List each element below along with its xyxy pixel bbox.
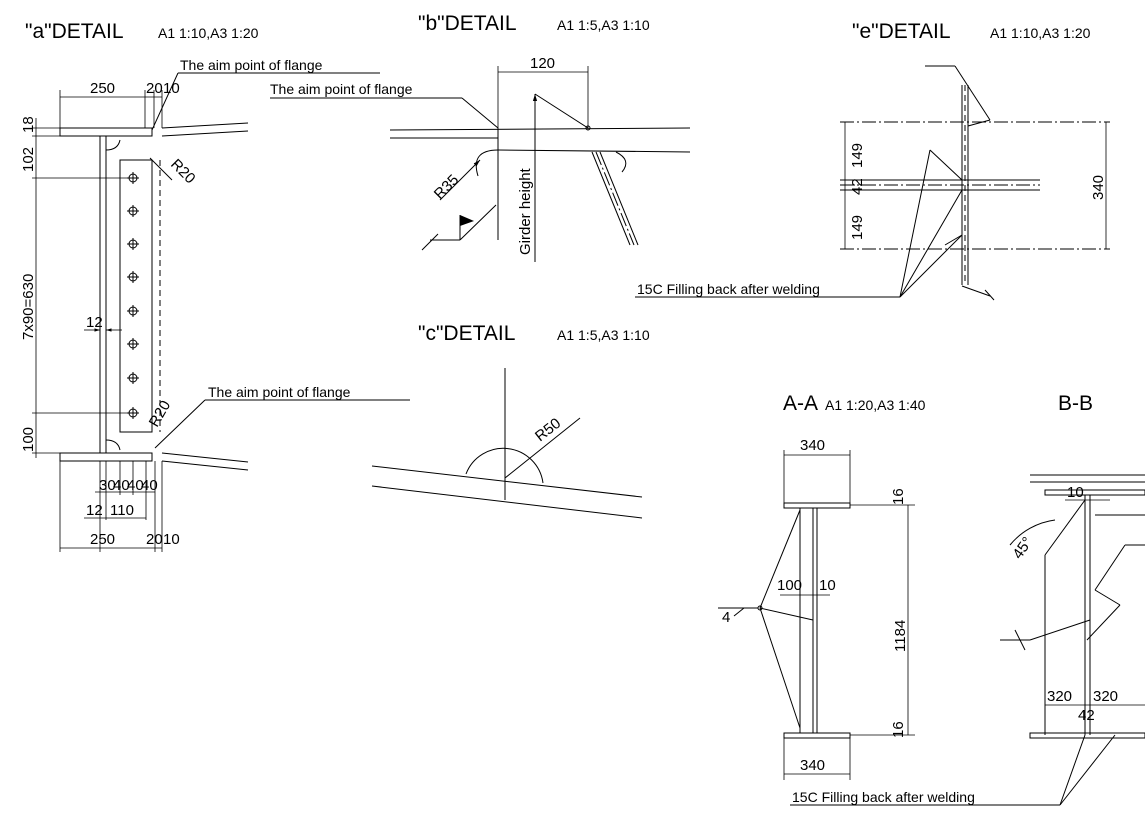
dim-aa-16-top: 16 [890, 488, 907, 505]
dim-e-42: 42 [849, 178, 866, 195]
detail-b-title: "b"DETAIL [418, 12, 517, 35]
detail-e-scale: A1 1:10,A3 1:20 [990, 25, 1091, 41]
detail-e-title: "e"DETAIL [852, 20, 951, 43]
aim-point-label-a2: The aim point of flange [208, 384, 351, 400]
dim-aa-1184: 1184 [892, 620, 909, 652]
detail-a: "a"DETAIL A1 1:10,A3 1:20 250 20 10 The … [20, 20, 410, 552]
dim-aa-16-bottom: 16 [890, 721, 907, 738]
detail-b: "b"DETAIL A1 1:5,A3 1:10 120 The aim poi… [270, 12, 691, 262]
bolt-hole [127, 372, 139, 384]
detail-a-scale: A1 1:10,A3 1:20 [158, 25, 259, 41]
dim-a-12-web: 12 [86, 314, 103, 331]
section-bb: B-B 10 45° 320 320 42 [1000, 392, 1145, 739]
detail-c-scale: A1 1:5,A3 1:10 [557, 327, 650, 343]
radius-c-r50: R50 [532, 415, 564, 445]
bolt-hole [127, 407, 139, 419]
dim-e-149b: 149 [849, 215, 866, 240]
bolt-hole [127, 172, 139, 184]
dim-a-40c: 40 [141, 477, 158, 494]
girder-height-label: Girder height [517, 167, 534, 255]
detail-c: "c"DETAIL A1 1:5,A3 1:10 R50 [371, 322, 650, 519]
weld-size-4: 4 [722, 609, 730, 626]
dim-a-40a: 40 [113, 477, 130, 494]
dim-a-20-top: 20 [146, 80, 163, 97]
dim-aa-10: 10 [819, 577, 836, 594]
angle-bb-45: 45° [1009, 534, 1036, 562]
aim-point-label-b: The aim point of flange [270, 81, 413, 97]
dim-a-102: 102 [20, 147, 37, 172]
dim-bb-10: 10 [1067, 484, 1084, 501]
radius-a-r20-top: R20 [167, 156, 198, 187]
section-aa-title: A-A [783, 392, 818, 415]
dim-b-120: 120 [530, 55, 555, 72]
radius-a-r20-bottom: R20 [146, 398, 174, 430]
bolt-holes [127, 172, 139, 419]
dim-aa-340-bottom: 340 [800, 757, 825, 774]
dim-a-110: 110 [110, 502, 134, 519]
bolt-hole [127, 205, 139, 217]
dim-a-100: 100 [20, 427, 37, 452]
dim-aa-100: 100 [777, 577, 802, 594]
dim-a-40b: 40 [127, 477, 144, 494]
dim-bb-320a: 320 [1047, 688, 1072, 705]
dim-e-340: 340 [1090, 175, 1107, 200]
section-aa: A-A A1 1:20,A3 1:40 340 16 4 100 10 1184… [718, 392, 1116, 806]
weld-note-aa: 15C Filling back after welding [792, 789, 975, 805]
dim-a-20-bottom: 20 [146, 531, 163, 548]
dim-a-630: 7x90=630 [20, 274, 37, 340]
detail-c-title: "c"DETAIL [418, 322, 515, 345]
dim-a-250-top: 250 [90, 80, 115, 97]
bolt-hole [127, 338, 139, 350]
radius-b-r35: R35 [431, 171, 462, 202]
dim-bb-42: 42 [1078, 707, 1095, 724]
dim-a-12-bottom: 12 [86, 502, 103, 519]
detail-a-title: "a"DETAIL [25, 20, 124, 43]
section-bb-title: B-B [1058, 392, 1093, 415]
dim-e-149a: 149 [849, 143, 866, 168]
dim-a-18: 18 [20, 116, 37, 133]
aim-point-label-a1: The aim point of flange [180, 57, 323, 73]
detail-e: "e"DETAIL A1 1:10,A3 1:20 149 42 149 340… [635, 20, 1110, 301]
dim-a-250-bottom: 250 [90, 531, 115, 548]
detail-b-scale: A1 1:5,A3 1:10 [557, 17, 650, 33]
bolt-hole [127, 271, 139, 283]
section-aa-scale: A1 1:20,A3 1:40 [825, 397, 926, 413]
dim-a-30: 30 [99, 477, 116, 494]
bolt-hole [127, 305, 139, 317]
dim-a-10-bottom: 10 [163, 531, 180, 548]
weld-note-e: 15C Filling back after welding [637, 281, 820, 297]
dim-bb-320b: 320 [1093, 688, 1118, 705]
bolt-hole [127, 238, 139, 250]
dim-aa-340-top: 340 [800, 437, 825, 454]
